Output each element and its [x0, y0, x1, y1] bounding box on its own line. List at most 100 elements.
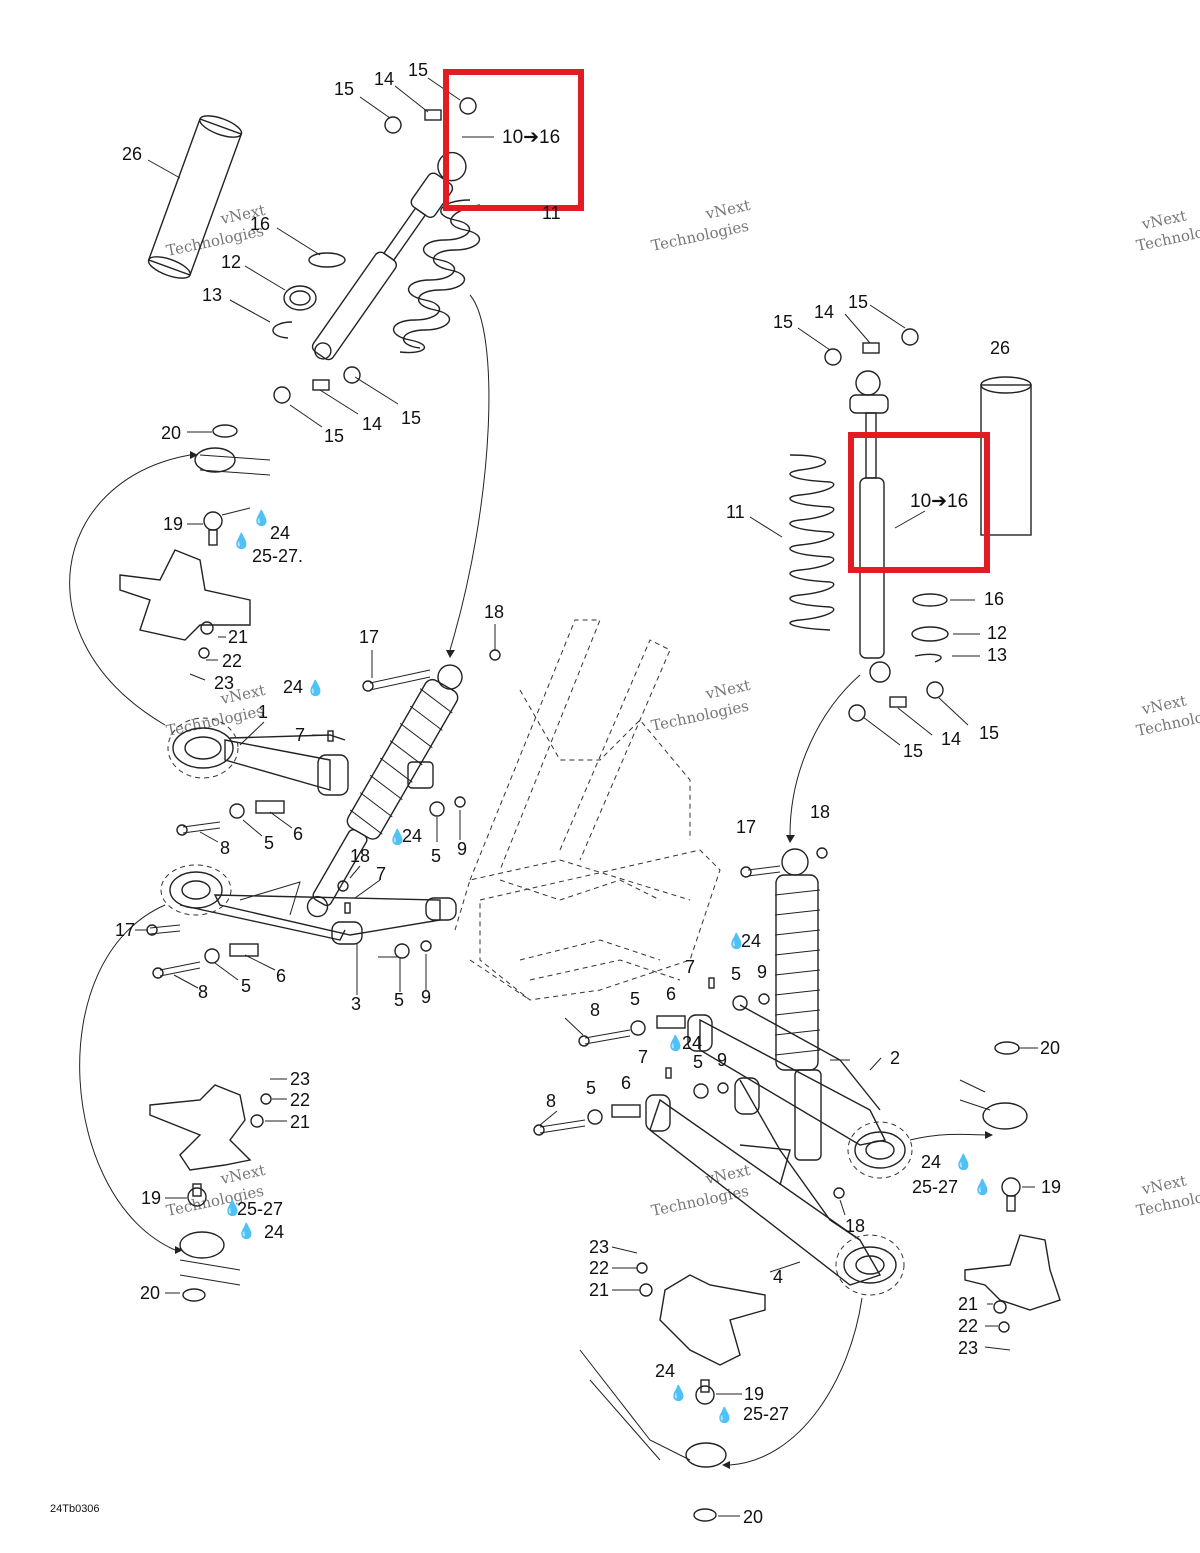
drop-icon: 💧: [973, 1178, 992, 1196]
callout-5: 5: [241, 976, 251, 996]
washer-16-right: [912, 593, 948, 607]
callout-19: 19: [744, 1384, 764, 1404]
callout-11: 11: [542, 203, 561, 223]
callout-22: 22: [958, 1316, 978, 1336]
callout-14: 14: [374, 69, 394, 89]
callout-23: 23: [214, 673, 234, 693]
right-upper-a-arm: [687, 1004, 913, 1179]
callout-15: 15: [979, 723, 999, 743]
drop-icon: 💧: [306, 679, 325, 697]
right-lower-a-arm: [645, 1077, 905, 1296]
highlight-label-top: 10➔16: [502, 127, 560, 148]
callout-26: 26: [990, 338, 1010, 358]
arrow-right-shock-to-install: [789, 674, 861, 836]
callout-15: 15: [408, 60, 428, 80]
callout-5: 5: [693, 1052, 703, 1072]
left-upper-knuckle: [119, 424, 271, 641]
drop-icon: 💧: [715, 1406, 734, 1424]
callout-19: 19: [141, 1188, 161, 1208]
callout-15: 15: [334, 79, 354, 99]
drop-icon: 💧: [223, 1199, 242, 1217]
right-shock-installed: [774, 848, 822, 1161]
drop-icon: 💧: [727, 932, 746, 950]
callout-23: 23: [589, 1237, 609, 1257]
callout-18: 18: [810, 802, 830, 822]
callout-24: 24: [283, 677, 303, 697]
callout-3: 3: [351, 994, 361, 1014]
callout-15: 15: [324, 426, 344, 446]
callout-14: 14: [814, 302, 834, 322]
callout-9: 9: [457, 839, 467, 859]
highlight-label-right: 10➔16: [910, 491, 968, 512]
callout-21: 21: [589, 1280, 609, 1300]
callout-25-27: 25-27: [912, 1177, 958, 1197]
callout-20: 20: [140, 1283, 160, 1303]
right-coil-spring: [789, 454, 835, 631]
right-reservoir-cover: [980, 376, 1032, 536]
arrow-left-upper-arm-to-knuckle: [69, 454, 191, 726]
arrow-left-lower-arm-to-knuckle: [79, 904, 176, 1251]
bushing-15-top-left: [384, 116, 402, 134]
callout-14: 14: [362, 414, 382, 434]
callout-7: 7: [685, 957, 695, 977]
callout-26: 26: [122, 144, 142, 164]
callout-11: 11: [726, 502, 745, 522]
ball-joints: [187, 511, 1021, 1405]
highlight-box-right: [848, 432, 990, 573]
watermarks: vNext Technologies vNext Technologies vN…: [165, 196, 1200, 1220]
right-lower-knuckle: [579, 1274, 766, 1522]
callout-6: 6: [666, 984, 676, 1004]
reference-code: 24Tb0306: [50, 1503, 100, 1515]
circlip-13-left: [272, 321, 293, 339]
callout-19: 19: [163, 514, 183, 534]
left-lower-a-arm: [160, 864, 457, 945]
arrow-right-lower-arm-to-knuckle: [729, 1297, 863, 1466]
bushing-15-bottom-right: [343, 366, 361, 384]
right-upper-knuckle: [959, 1041, 1061, 1311]
callout-14: 14: [941, 729, 961, 749]
callout-18: 18: [845, 1216, 865, 1236]
highlight-box-top: [443, 69, 584, 211]
leader-lines: [135, 77, 1038, 1517]
callout-7: 7: [295, 725, 305, 745]
left-coil-spring: [392, 199, 481, 354]
svg-text:Technologies: Technologies: [165, 702, 266, 740]
callout-5: 5: [264, 833, 274, 853]
assembly-arrows: [69, 294, 993, 1469]
callout-8: 8: [198, 982, 208, 1002]
callout-9: 9: [717, 1050, 727, 1070]
callout-9: 9: [421, 987, 431, 1007]
bushing-15-bottom-left: [273, 386, 291, 404]
callout-17: 17: [736, 817, 756, 837]
vehicle-frame-outline: [454, 619, 721, 1001]
drop-icon: 💧: [388, 828, 407, 846]
callout-9: 9: [757, 962, 767, 982]
callout-15: 15: [848, 292, 868, 312]
svg-text:Technologies: Technologies: [650, 1182, 751, 1220]
callout-2: 2: [890, 1048, 900, 1068]
callout-13: 13: [987, 645, 1007, 665]
callout-22: 22: [589, 1258, 609, 1278]
washer-16-left: [308, 252, 346, 268]
left-upper-a-arm: [167, 717, 349, 796]
callout-6: 6: [621, 1073, 631, 1093]
callout-7: 7: [376, 864, 386, 884]
callout-19: 19: [1041, 1177, 1061, 1197]
svg-text:Technologies: Technologies: [650, 217, 751, 255]
seal-12-left: [283, 285, 317, 311]
callout-8: 8: [590, 1000, 600, 1020]
callout-5: 5: [731, 964, 741, 984]
callout-1: 1: [258, 702, 268, 722]
drop-icon: 💧: [237, 1222, 256, 1240]
fasteners: [146, 621, 1010, 1333]
callout-18: 18: [350, 846, 370, 866]
callout-24: 24: [682, 1033, 702, 1053]
drop-icon: 💧: [954, 1153, 973, 1171]
left-lower-knuckle: [149, 1084, 252, 1302]
callout-5: 5: [394, 990, 404, 1010]
callout-labels: 26 15 14 15 11 16 12 13 15 14 15 15 14 1…: [115, 60, 1061, 1527]
callout-5: 5: [586, 1078, 596, 1098]
callout-23: 23: [958, 1338, 978, 1358]
callout-12: 12: [221, 252, 241, 272]
